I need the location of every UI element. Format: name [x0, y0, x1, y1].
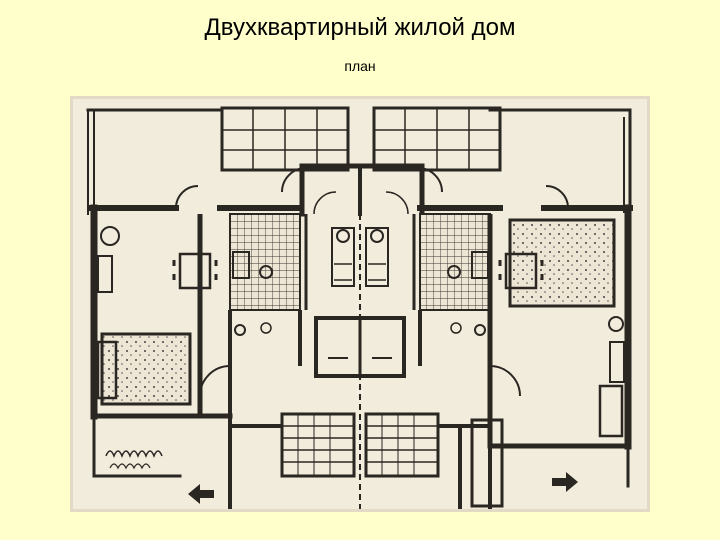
slide-title: Двухквартирный жилой дом — [204, 14, 516, 41]
floor-plan-image — [70, 96, 650, 512]
floor-plan-icon — [70, 96, 650, 512]
slide-subtitle: план — [344, 58, 376, 74]
